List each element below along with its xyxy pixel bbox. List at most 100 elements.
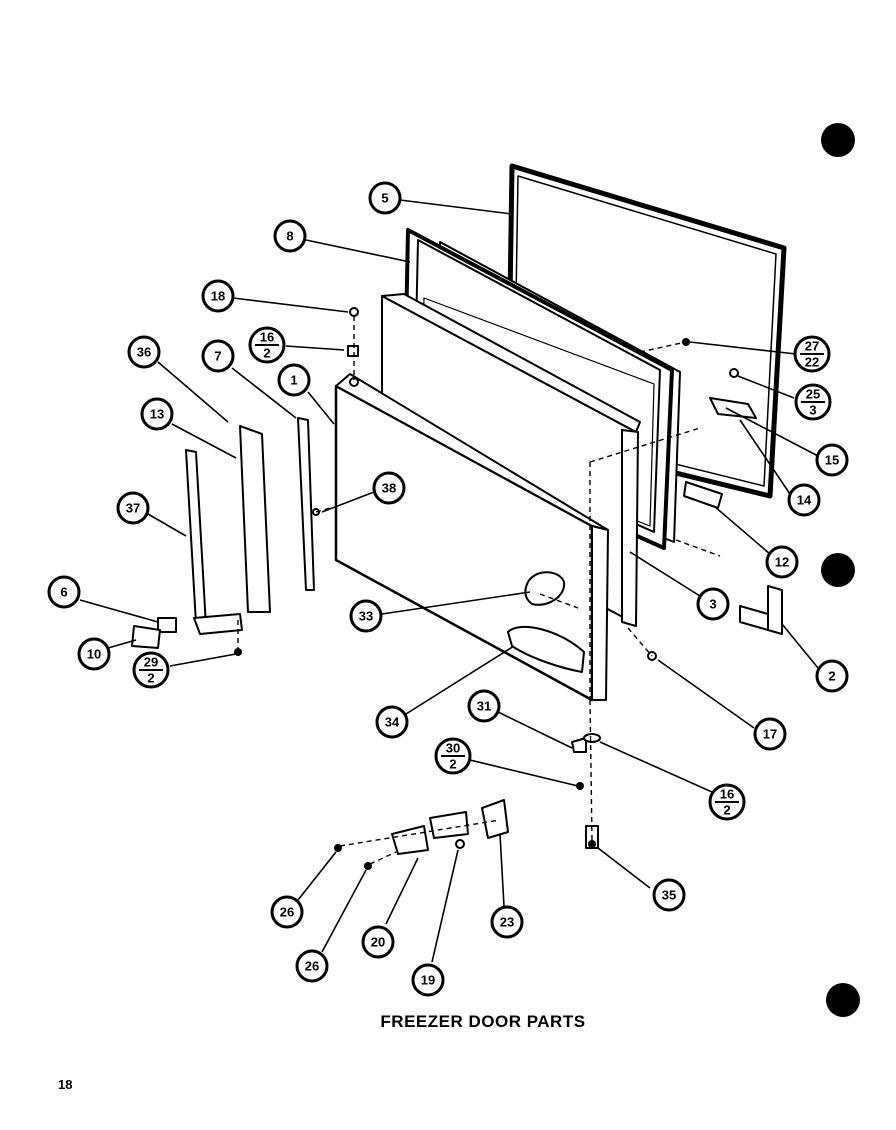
- part-bar-12: [683, 481, 723, 509]
- part-strip-13: [185, 449, 207, 627]
- callout-19: 19: [411, 963, 445, 997]
- svg-text:20: 20: [371, 935, 385, 950]
- svg-text:19: 19: [421, 973, 435, 988]
- callout-13: 13: [140, 397, 174, 431]
- callout-33: 33: [349, 599, 383, 633]
- svg-text:10: 10: [87, 647, 101, 662]
- part-bracket-23: [481, 799, 509, 839]
- svg-text:26: 26: [280, 905, 294, 920]
- svg-text:35: 35: [662, 888, 676, 903]
- svg-text:33: 33: [359, 609, 373, 624]
- part-hinge-14-15: [709, 397, 757, 419]
- callout-2: 2: [815, 659, 849, 693]
- svg-text:16: 16: [720, 787, 734, 802]
- svg-text:5: 5: [381, 191, 388, 206]
- svg-text:3: 3: [709, 597, 716, 612]
- callout-34: 34: [375, 705, 409, 739]
- svg-text:37: 37: [126, 501, 140, 516]
- svg-text:2: 2: [828, 669, 835, 684]
- callout-12: 12: [765, 545, 799, 579]
- part-30: [576, 782, 584, 790]
- part-16-bottom: [583, 733, 601, 743]
- svg-text:8: 8: [286, 229, 293, 244]
- callout-14: 14: [787, 483, 821, 517]
- svg-text:2: 2: [449, 757, 456, 772]
- callout-17: 17: [753, 717, 787, 751]
- svg-text:18: 18: [211, 289, 225, 304]
- binder-hole-middle: [821, 553, 855, 587]
- part-hinge-bracket-36: [239, 425, 271, 613]
- svg-text:2: 2: [147, 671, 154, 686]
- callout-26-lower: 26: [295, 949, 329, 983]
- part-31: [571, 737, 587, 753]
- callout-36: 36: [127, 335, 161, 369]
- svg-text:36: 36: [137, 345, 151, 360]
- part-strip-7: [297, 417, 315, 591]
- callout-30-over-2: 302: [434, 737, 472, 775]
- part-6: [157, 617, 177, 633]
- part-18: [349, 307, 359, 317]
- callout-8: 8: [273, 219, 307, 253]
- callout-37: 37: [116, 491, 150, 525]
- callout-31: 31: [467, 689, 501, 723]
- svg-text:6: 6: [60, 585, 67, 600]
- svg-text:29: 29: [144, 655, 158, 670]
- diagram-title: FREEZER DOOR PARTS: [380, 1012, 586, 1031]
- svg-text:30: 30: [446, 741, 460, 756]
- callout-6: 6: [47, 575, 81, 609]
- callout-7: 7: [201, 339, 235, 373]
- callout-26-upper: 26: [270, 895, 304, 929]
- binder-hole-top: [821, 123, 855, 157]
- svg-text:2: 2: [723, 803, 730, 818]
- part-10: [131, 625, 161, 649]
- part-hinge-2: [739, 585, 783, 635]
- svg-text:15: 15: [825, 453, 839, 468]
- svg-text:3: 3: [809, 403, 816, 418]
- page-number: 18: [58, 1077, 73, 1092]
- callout-35: 35: [652, 878, 686, 912]
- callout-16-over-2-top: 162: [248, 326, 286, 364]
- part-handle-34: [507, 625, 585, 673]
- part-hinge-plate-19: [429, 811, 469, 839]
- svg-text:14: 14: [797, 493, 812, 508]
- binder-hole-bottom: [826, 983, 860, 1017]
- svg-text:31: 31: [477, 699, 491, 714]
- svg-text:13: 13: [150, 407, 164, 422]
- svg-text:12: 12: [775, 555, 789, 570]
- part-washer-19: [455, 839, 465, 849]
- svg-text:2: 2: [263, 346, 270, 361]
- callout-5: 5: [368, 181, 402, 215]
- callout-38: 38: [372, 471, 406, 505]
- callout-29-over-2: 292: [132, 651, 170, 689]
- svg-text:23: 23: [500, 915, 514, 930]
- callout-25-over-3: 253: [794, 383, 832, 421]
- callout-1: 1: [277, 363, 311, 397]
- callout-15: 15: [815, 443, 849, 477]
- callout-16-over-2-bottom: 162: [708, 783, 746, 821]
- leader-lines: [79, 199, 819, 963]
- svg-text:27: 27: [805, 339, 819, 354]
- svg-text:22: 22: [805, 355, 819, 370]
- svg-text:34: 34: [385, 715, 400, 730]
- part-hinge-plate-20: [391, 825, 429, 855]
- callout-20: 20: [361, 925, 395, 959]
- callout-3: 3: [696, 587, 730, 621]
- part-hardware-near-1: [349, 377, 359, 387]
- part-door-front-1: [334, 373, 609, 702]
- svg-text:17: 17: [763, 727, 777, 742]
- svg-text:38: 38: [382, 481, 396, 496]
- part-screw-25: [729, 368, 739, 378]
- callout-23: 23: [490, 905, 524, 939]
- part-handle-cover-33: [524, 571, 566, 606]
- part-bracket-lower-left: [193, 613, 243, 635]
- svg-text:16: 16: [260, 330, 274, 345]
- svg-text:7: 7: [214, 349, 221, 364]
- callout-10: 10: [77, 637, 111, 671]
- part-16-top: [347, 345, 359, 357]
- alignment-lines: [237, 316, 721, 865]
- svg-text:25: 25: [806, 387, 820, 402]
- svg-text:26: 26: [305, 959, 319, 974]
